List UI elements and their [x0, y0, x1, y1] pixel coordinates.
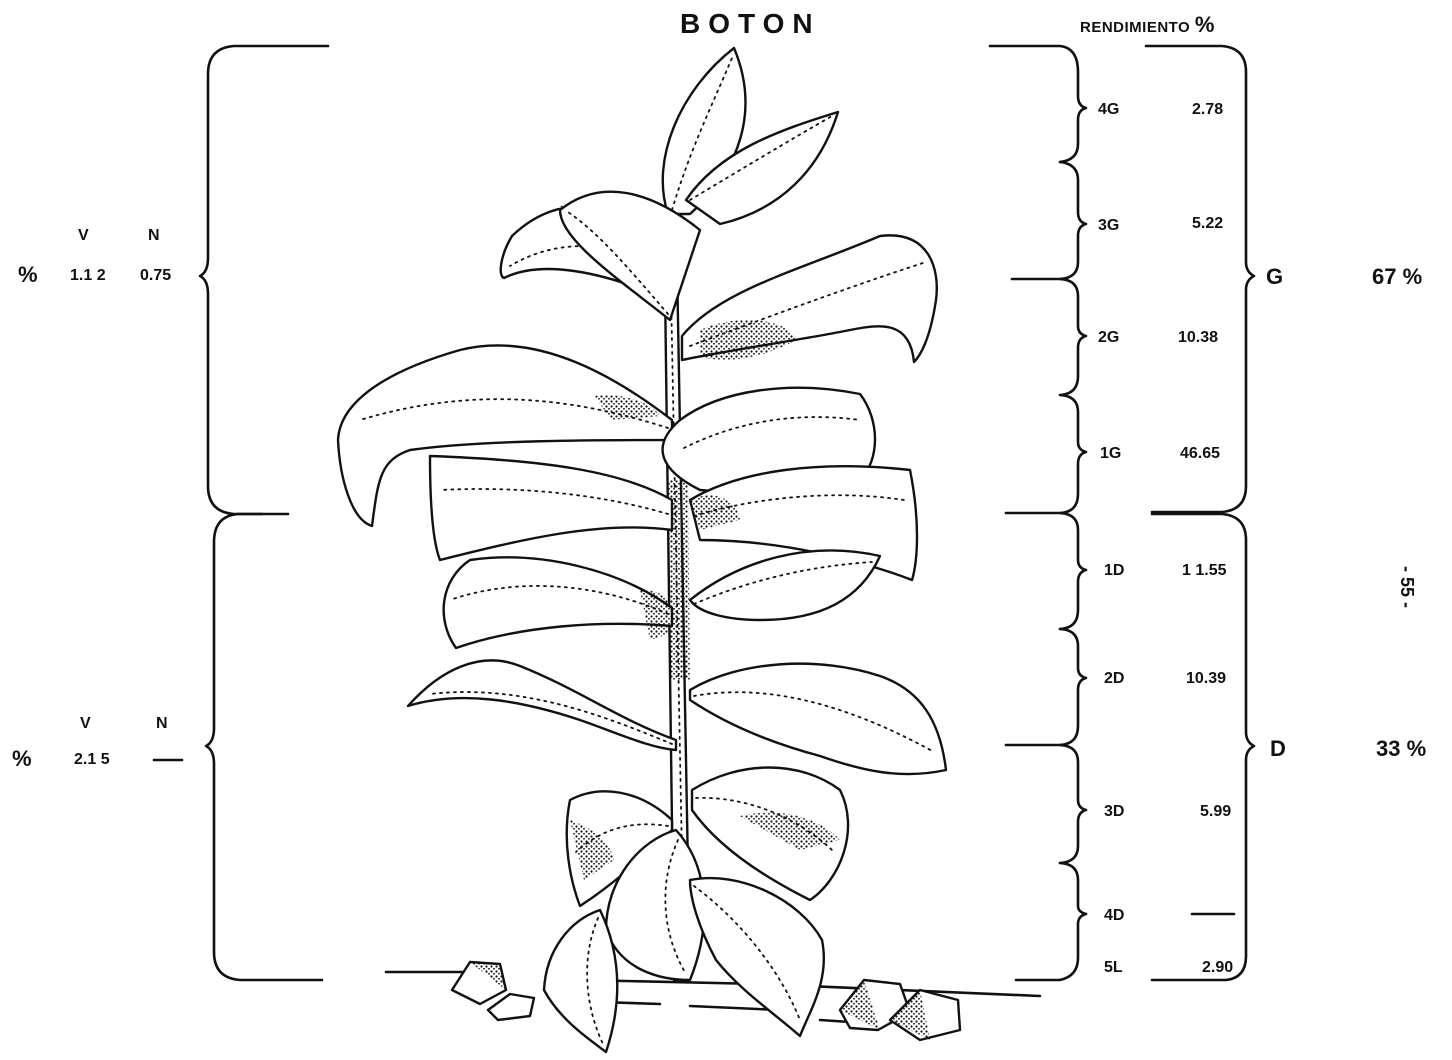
position-code: 2G: [1098, 330, 1119, 346]
group-d-bracket: [1152, 514, 1254, 980]
left-upper-v-value: 1.1 2: [70, 268, 106, 284]
page-number: - 55 -: [1398, 566, 1416, 608]
left-upper-percent-sign: %: [18, 264, 38, 286]
leaves: [338, 48, 946, 1052]
position-yield: 5.99: [1200, 804, 1231, 820]
position-code: 3G: [1098, 218, 1119, 234]
position-code: 1D: [1104, 563, 1124, 579]
position-code: 4G: [1098, 102, 1119, 118]
left-lower-percent-sign: %: [12, 748, 32, 770]
group-letter-g: G: [1266, 266, 1283, 288]
position-yield: 10.38: [1178, 330, 1218, 346]
left-upper-n-value: 0.75: [140, 268, 171, 284]
yield-header-label: RENDIMIENTO: [1080, 19, 1190, 36]
left-lower-v-value: 2.1 5: [74, 752, 110, 768]
diagram-title: BOTON: [680, 10, 821, 38]
position-code: 5L: [1104, 960, 1123, 976]
yield-header: RENDIMIENTO %: [1080, 14, 1215, 36]
position-yield: 2.78: [1192, 102, 1223, 118]
left-upper-v-label: V: [78, 228, 89, 244]
left-upper-n-label: N: [148, 228, 160, 244]
position-yield: 1 1.55: [1182, 563, 1226, 579]
position-yield: 5.22: [1192, 216, 1223, 232]
left-upper-bracket: [200, 46, 328, 514]
ground: [386, 962, 1040, 1040]
position-yield: 10.39: [1186, 671, 1226, 687]
group-letter-d: D: [1270, 738, 1286, 760]
group-share-d: 33 %: [1376, 738, 1426, 760]
left-lower-v-label: V: [80, 716, 91, 732]
position-yield: 46.65: [1180, 446, 1220, 462]
position-code: 1G: [1100, 446, 1121, 462]
group-share-g: 67 %: [1372, 266, 1422, 288]
position-yield: 2.90: [1202, 960, 1233, 976]
left-lower-bracket: [206, 514, 322, 980]
position-braces: [990, 46, 1086, 980]
position-code: 2D: [1104, 671, 1124, 687]
position-code: 4D: [1104, 908, 1124, 924]
yield-header-unit: %: [1195, 12, 1215, 37]
position-code: 3D: [1104, 804, 1124, 820]
left-lower-n-label: N: [156, 716, 168, 732]
